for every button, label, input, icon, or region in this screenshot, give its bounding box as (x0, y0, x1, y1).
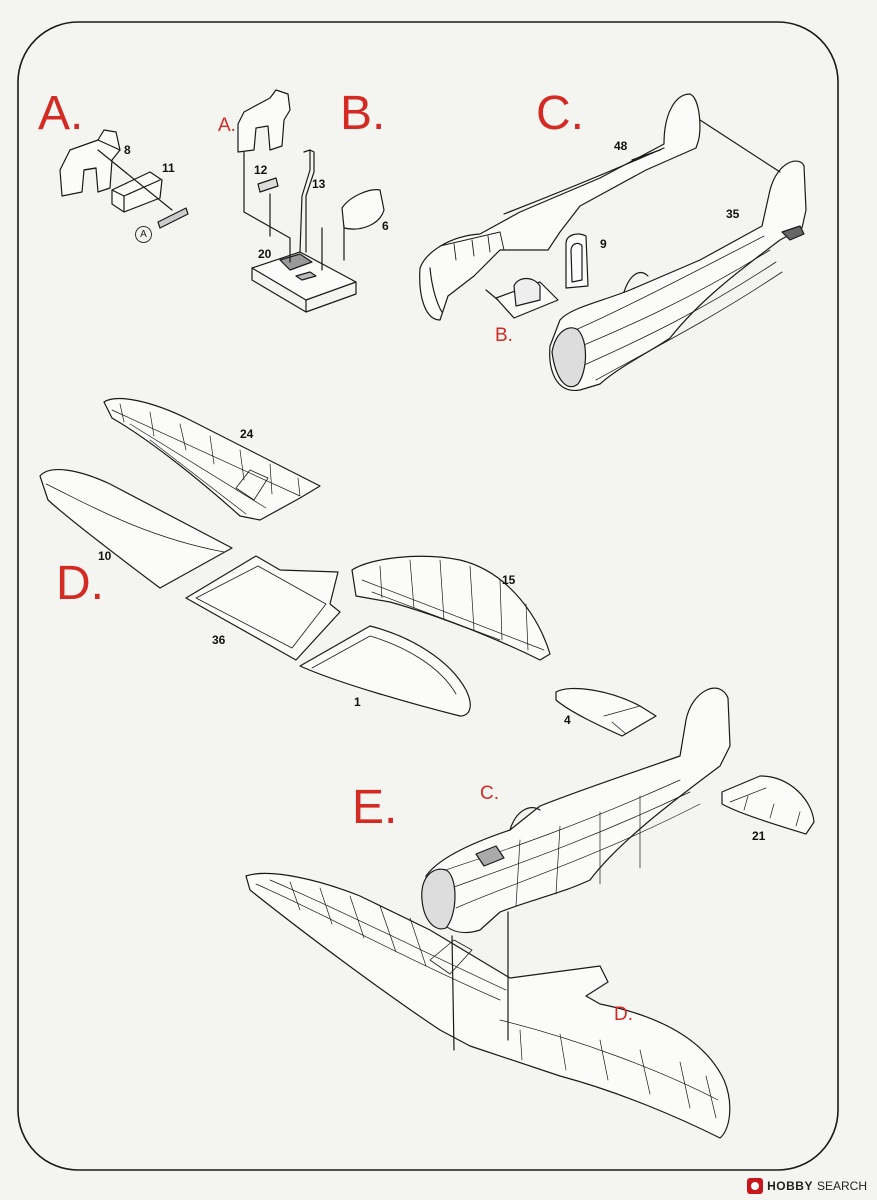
step-b-drawing (237, 89, 385, 313)
part-number-1: 1 (354, 695, 361, 709)
step-a-drawing (59, 129, 189, 229)
step-label-e: E. (352, 781, 398, 834)
step-label-b: B. (340, 87, 386, 140)
part-number-4: 4 (564, 713, 571, 727)
part-number-9: 9 (600, 237, 607, 251)
step-label-d: D. (56, 557, 104, 610)
part-number-11: 11 (162, 161, 175, 175)
part-A-harness (157, 207, 189, 229)
part-number-6: 6 (382, 219, 389, 233)
circled-ref-a: A (135, 226, 152, 243)
part-number-21: 21 (752, 829, 766, 843)
step-label-c: C. (536, 87, 584, 140)
part-number-36: 36 (212, 633, 226, 647)
watermark-brand: HOBBY (767, 1179, 813, 1193)
part-13-stick (299, 149, 315, 253)
part-number-8: 8 (124, 143, 131, 157)
part-9-bulkhead (565, 233, 589, 289)
part-number-15: 15 (502, 573, 516, 587)
part-number-12: 12 (254, 163, 268, 177)
left-fuselage-half (419, 93, 701, 321)
step-label-a: A. (38, 87, 84, 140)
part-number-10: 10 (98, 549, 112, 563)
assembled-fuselage (425, 687, 731, 934)
part-number-13: 13 (312, 177, 326, 191)
part-8-backrest (59, 129, 121, 197)
right-fuselage-half (549, 160, 807, 391)
part-12-pedals (257, 177, 279, 193)
part-10-left-lower-wing (39, 469, 233, 589)
part-number-35: 35 (726, 207, 740, 221)
subassembly-ref-b: B. (495, 325, 513, 346)
watermark: HOBBY SEARCH (747, 1178, 867, 1194)
subassembly-ref-c: C. (480, 783, 499, 804)
part-1-right-lower-wing (299, 625, 471, 717)
subassembly-ref-d: D. (614, 1004, 633, 1025)
part-number-24: 24 (240, 427, 254, 441)
watermark-suffix: SEARCH (816, 1179, 867, 1193)
part-6-seat (341, 189, 385, 230)
subassembly-ref-a: A. (218, 115, 236, 136)
part-24-left-upper-wing (103, 397, 321, 521)
part-21-right-stabilizer (721, 775, 815, 835)
step-c-drawing (419, 93, 807, 391)
part-11-block (111, 171, 163, 213)
part-number-48: 48 (614, 139, 628, 153)
part-number-20: 20 (258, 247, 272, 261)
watermark-logo-icon (747, 1178, 764, 1194)
step-d-drawing (39, 397, 551, 717)
part-4-left-stabilizer (555, 687, 657, 737)
assembled-wing (245, 872, 731, 1139)
step-e-drawing (245, 687, 815, 1139)
page-frame (17, 21, 839, 1171)
seat-subassembly-a (237, 89, 291, 153)
part-36-center-section (185, 555, 341, 661)
